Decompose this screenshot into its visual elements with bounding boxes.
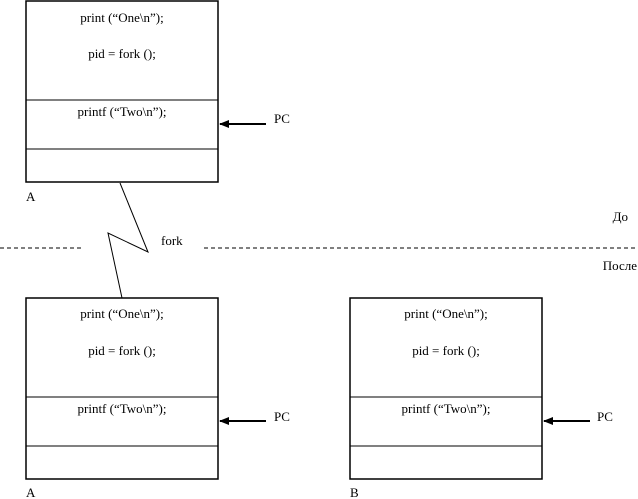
fork-line [107,182,149,299]
process-box-after-b: print (“One\n”); pid = fork (); printf (… [349,297,543,480]
code-line-printf-two: printf (“Two\n”); [402,401,491,416]
code-line-fork: pid = fork (); [88,343,156,358]
code-line-fork: pid = fork (); [412,343,480,358]
code-line-printf-two: printf (“Two\n”); [78,401,167,416]
process-box-after-a: print (“One\n”); pid = fork (); printf (… [25,297,219,480]
fork-label: fork [161,233,183,248]
process-label-after-b: B [350,485,359,499]
code-line-print-one: print (“One\n”); [404,306,487,321]
process-box-before-a: print (“One\n”); pid = fork (); printf (… [25,0,219,183]
divider-before-label: До [613,209,628,224]
code-line-print-one: print (“One\n”); [80,306,163,321]
pc-label-before: PC [274,111,290,126]
pc-label-after-a: PC [274,409,290,424]
process-label-after-a: A [26,485,36,499]
divider-after-label: После [603,258,637,273]
process-label-before-a: A [26,189,36,204]
pc-label-after-b: PC [597,409,613,424]
code-line-printf-two: printf (“Two\n”); [78,104,167,119]
code-line-print-one: print (“One\n”); [80,10,163,25]
code-line-fork: pid = fork (); [88,46,156,61]
